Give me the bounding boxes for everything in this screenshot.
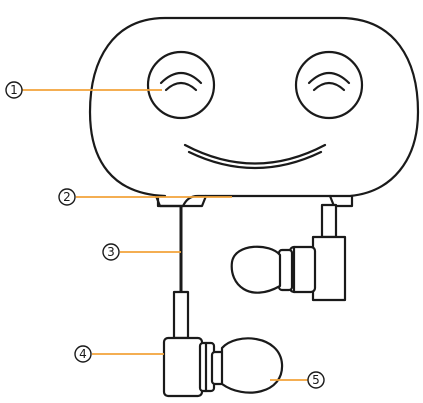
smile-groove [183, 143, 327, 170]
case-body [88, 16, 420, 208]
left-eye-slot [146, 50, 216, 120]
callout-1-number: 1 [10, 83, 18, 97]
right-earbud [230, 203, 347, 302]
callout-3: 3 [102, 243, 181, 261]
callout-1: 1 [5, 81, 162, 99]
callout-4: 4 [74, 345, 164, 363]
callout-5: 5 [270, 371, 325, 389]
callout-2: 2 [58, 188, 232, 206]
callout-5-number: 5 [312, 373, 320, 387]
right-eye-slot [294, 50, 364, 120]
left-earbud [162, 290, 284, 398]
callout-2-number: 2 [63, 190, 71, 204]
callout-3-number: 3 [107, 245, 115, 259]
callout-4-number: 4 [79, 347, 87, 361]
